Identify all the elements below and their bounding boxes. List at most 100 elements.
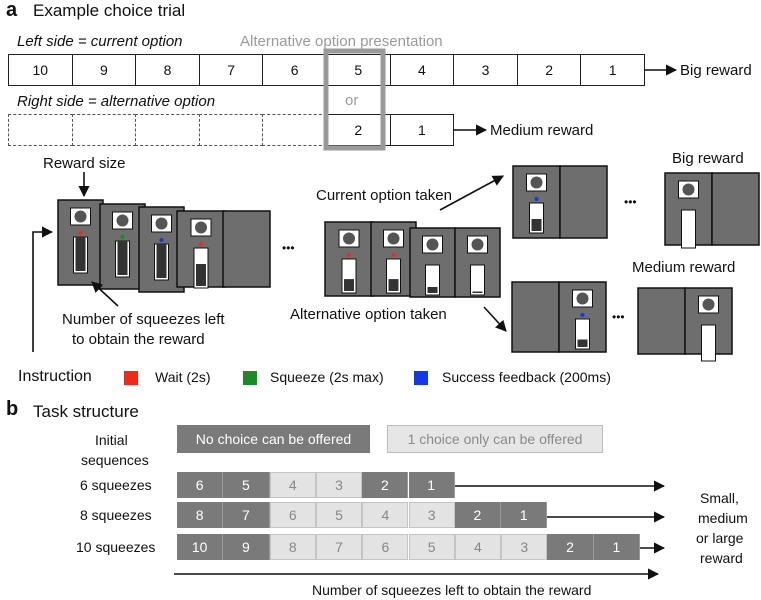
status-dot	[199, 242, 203, 246]
alternative-cell: 1	[389, 114, 455, 146]
alternative-placeholder-cell	[198, 114, 264, 146]
sequence-cell: 7	[315, 534, 363, 560]
status-dot	[159, 238, 164, 242]
axis-label: Number of squeezes left to obtain the re…	[312, 582, 592, 598]
sequence-cell: 4	[269, 472, 316, 498]
panel-a-letter: a	[6, 0, 18, 21]
reward-icon	[471, 238, 484, 251]
current-option-arrow	[439, 175, 504, 211]
screen-left-half	[637, 287, 686, 355]
medium-reward-label-2: Medium reward	[632, 259, 736, 276]
reward-icon	[530, 176, 543, 189]
squeeze-gauge-fill	[531, 219, 542, 231]
status-dot	[580, 313, 585, 317]
squeezes-left-label-1: Number of squeezes left	[62, 311, 225, 328]
current-option-taken-label: Current option taken	[316, 187, 452, 204]
squeeze-gauge	[681, 209, 696, 249]
squeeze-label: Squeeze (2s max)	[270, 369, 384, 385]
success-label: Success feedback (200ms)	[442, 369, 611, 385]
alternative-placeholder-cell	[8, 114, 73, 146]
squeeze-gauge-fill	[196, 264, 206, 286]
row-label: 8 squeezes	[80, 507, 152, 523]
sequence-cell: 2	[362, 472, 409, 498]
reward-icon	[343, 232, 355, 245]
loop-arrow	[32, 226, 54, 352]
initial-label-1: Initial	[95, 432, 128, 448]
reward-icon	[195, 221, 207, 234]
reward-icon	[387, 232, 400, 245]
ellipsis-2: •••	[624, 195, 637, 209]
sequence-cell: 5	[223, 472, 270, 498]
screen-right-half	[711, 172, 760, 246]
sequence-cell: 8	[269, 534, 316, 560]
wait-label: Wait (2s)	[155, 369, 211, 385]
initial-label-2: sequences	[81, 452, 149, 468]
sequence-cell: 4	[362, 502, 409, 528]
outcome-line-4: reward	[700, 550, 743, 566]
current-cell: 3	[453, 54, 518, 86]
wait-swatch	[124, 371, 138, 385]
squeeze-gauge-fill	[117, 240, 128, 275]
panel-b-letter: b	[6, 398, 19, 420]
current-cell: 4	[389, 54, 455, 86]
outcome-line-1: Small,	[700, 490, 739, 506]
row-label: 10 squeezes	[76, 539, 156, 555]
status-dot	[534, 197, 539, 201]
reward-size-label: Reward size	[43, 155, 126, 172]
outcome-line-3: or large	[696, 530, 744, 546]
screen-left-half	[511, 281, 560, 353]
screen-right-half	[222, 210, 271, 288]
reward-icon	[155, 217, 168, 230]
success-swatch	[414, 371, 428, 385]
instruction-label: Instruction	[18, 368, 92, 385]
sequence-cell: 10	[177, 534, 224, 560]
squeeze-gauge	[701, 324, 716, 362]
alternative-placeholder-cell	[71, 114, 137, 146]
squeeze-gauge-fill	[344, 279, 354, 291]
alternative-option-arrow	[483, 306, 507, 332]
reward-icon	[702, 298, 715, 311]
alternative-placeholder-cell	[135, 114, 200, 146]
big-reward-label-2: Big reward	[672, 150, 744, 167]
sequence-cell: 3	[501, 534, 548, 560]
squeeze-gauge-fill	[75, 236, 86, 271]
no-choice-badge: No choice can be offered	[177, 425, 370, 453]
sequence-cell: 5	[315, 502, 363, 528]
reward-icon	[426, 238, 439, 251]
squeeze-gauge-fill	[577, 339, 588, 347]
row-label: 6 squeezes	[80, 477, 152, 493]
medium-reward-label: Medium reward	[490, 122, 594, 139]
reward-icon	[74, 210, 87, 223]
squeeze-gauge	[470, 264, 485, 296]
sequence-cell: 1	[408, 472, 455, 498]
squeeze-gauge-fill	[388, 279, 399, 291]
right-side-label: Right side = alternative option	[17, 93, 216, 110]
sequence-cell: 3	[408, 502, 455, 528]
status-dot	[347, 253, 351, 257]
reward-icon	[116, 214, 129, 227]
sequence-cell: 2	[547, 534, 594, 560]
panel-b-title: Task structure	[33, 402, 139, 421]
current-cell: 7	[198, 54, 264, 86]
sequence-cell: 6	[362, 534, 409, 560]
sequence-cell: 6	[177, 472, 224, 498]
squeezes-left-label-2: to obtain the reward	[72, 331, 205, 348]
ellipsis-3: •••	[612, 310, 625, 324]
alternative-option-taken-label: Alternative option taken	[290, 306, 447, 323]
alternative-presentation-label: Alternative option presentation	[240, 33, 443, 50]
sequence-cell: 2	[454, 502, 502, 528]
sequence-cell: 5	[408, 534, 455, 560]
squeezes-left-arrow	[91, 281, 119, 307]
squeeze-gauge-fill	[472, 291, 483, 293]
sequence-cell: 6	[269, 502, 316, 528]
squeeze-gauge-fill	[427, 287, 438, 293]
reward-icon	[682, 183, 695, 196]
big-reward-label: Big reward	[680, 62, 752, 79]
sequence-cell: 1	[593, 534, 640, 560]
left-side-label: Left side = current option	[17, 33, 183, 50]
ellipsis-1: •••	[282, 241, 295, 255]
or-label: or	[345, 92, 359, 109]
sequence-cell: 3	[315, 472, 363, 498]
sequence-cell: 8	[177, 502, 224, 528]
